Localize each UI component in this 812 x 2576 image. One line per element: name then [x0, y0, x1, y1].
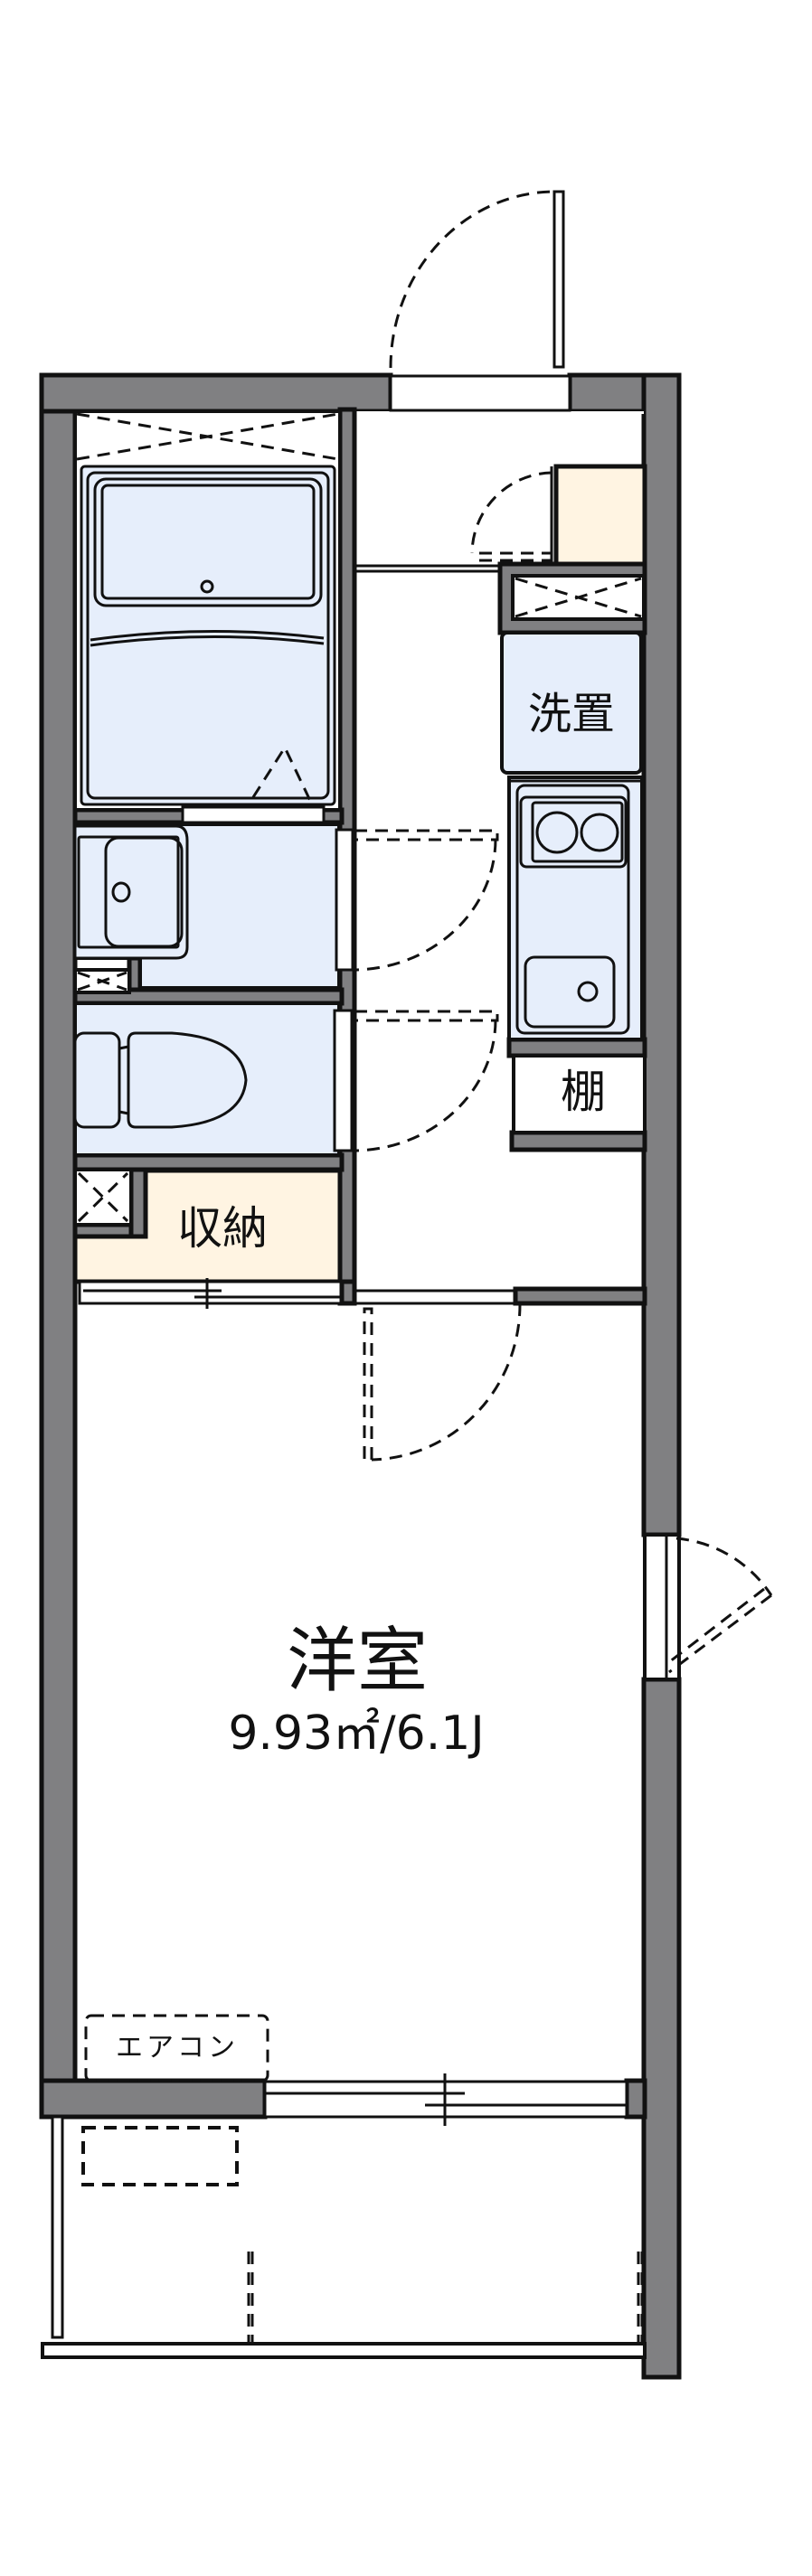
washroom-door[interactable]: [335, 828, 499, 972]
side-window-door[interactable]: [643, 1533, 773, 1681]
storage-label: 収納: [177, 1202, 268, 1255]
toilet-icon: [73, 1031, 248, 1129]
toilet-room: [73, 1001, 499, 1157]
balcony: [41, 2115, 647, 2359]
exterior-walls: [39, 372, 682, 2380]
kitchen-sink-icon: [524, 955, 616, 1029]
washroom: [73, 823, 499, 994]
room-label-western: 洋室: [286, 1621, 429, 1702]
washer-space: [500, 631, 643, 775]
toilet-door[interactable]: [333, 1009, 499, 1152]
shoe-cabinet-icon: [470, 464, 647, 567]
western-room: [72, 1303, 647, 2081]
washbasin-icon: [73, 824, 189, 960]
shelf-label: 棚: [561, 1066, 606, 1118]
room-area-label: 9.93㎡/6.1J: [228, 1706, 485, 1761]
outdoor-unit: [81, 2126, 239, 2186]
bathroom: [73, 409, 342, 824]
washer-space-label: 洗置: [527, 689, 616, 739]
shoe-cabinet-door[interactable]: [470, 471, 552, 562]
storage-sliding-door[interactable]: [78, 1278, 357, 1309]
ventilation-x-icon: [76, 412, 339, 461]
kitchen-stove-icon: [519, 795, 628, 869]
aircon-label: エアコン: [116, 2032, 239, 2064]
balcony-sliding-window[interactable]: [263, 2073, 628, 2126]
air-conditioner: [84, 2014, 269, 2082]
bathtub-icon: [80, 465, 336, 806]
shelf: [512, 1054, 647, 1134]
entrance-door[interactable]: [389, 190, 571, 412]
vent-x-icon: [511, 574, 646, 621]
vent-x-icon: [73, 1168, 133, 1227]
entrance-step-line: [354, 564, 500, 573]
storage-closet: [72, 1168, 357, 1309]
vent-x-icon: [73, 968, 131, 994]
room-door[interactable]: [354, 1289, 522, 1462]
kitchen-counter: [507, 776, 644, 1041]
